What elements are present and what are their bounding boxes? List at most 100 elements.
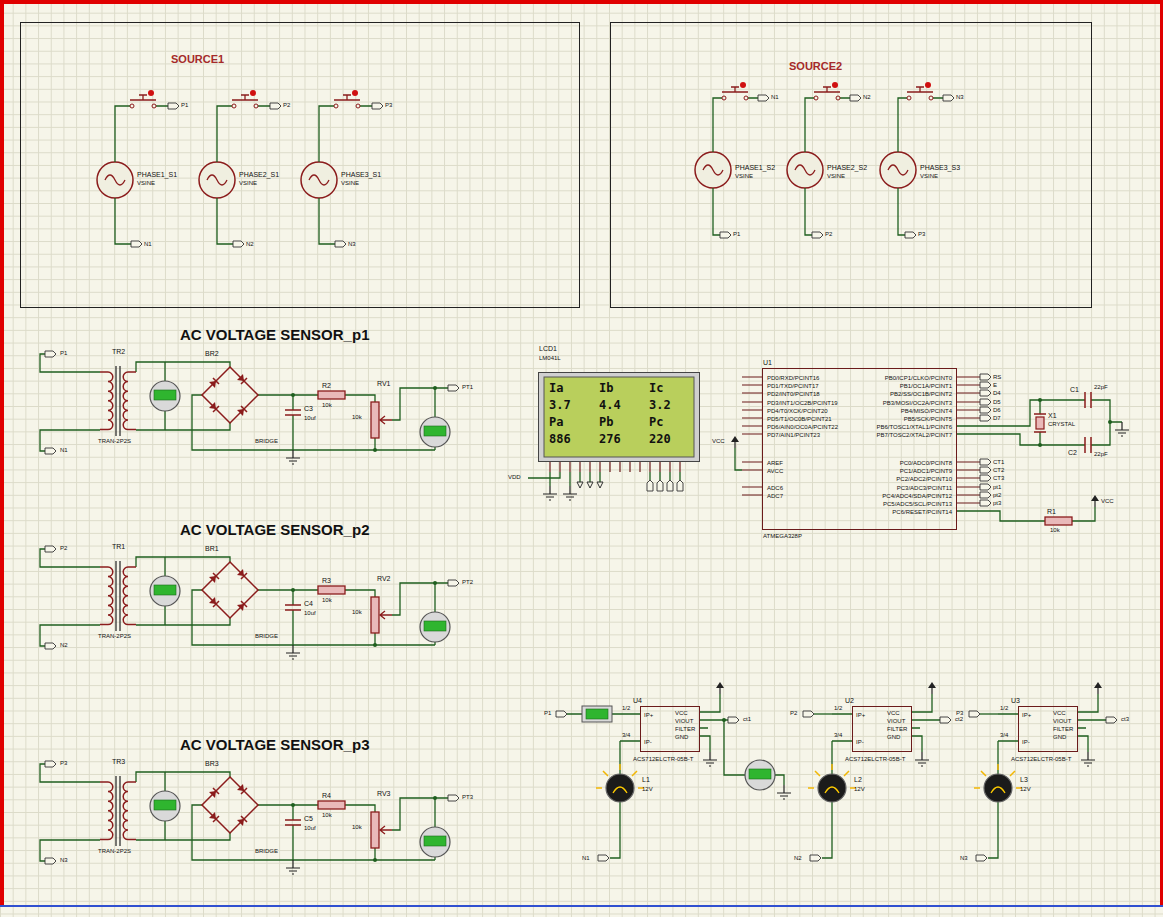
microcontroller-wiring <box>1036 417 1044 429</box>
pin-name: PC2/ADC2/PCINT10 <box>896 476 952 482</box>
microcontroller-wiring <box>1045 517 1072 525</box>
part-ref: LCD1 <box>539 345 557 352</box>
pin-name: IP+ <box>856 712 865 718</box>
source-name: PHASE3_S1 <box>341 171 381 178</box>
microcontroller-wiring <box>980 374 991 380</box>
part-ref: RV1 <box>377 380 391 387</box>
part-value: LM041L <box>539 355 561 361</box>
terminal-label: P3 <box>385 102 392 108</box>
pin-name: VIOUT <box>887 718 905 724</box>
net-label: RS <box>993 374 1001 380</box>
terminal-label: N3 <box>60 857 68 863</box>
microcontroller-wiring <box>980 399 991 405</box>
pin-name: PB5/SCK/PCINT5 <box>904 416 952 422</box>
pin-name: PB2/SS/OC1B/PCINT2 <box>890 391 952 397</box>
pin-name: PB7/TOSC2/XTAL2/PCINT7 <box>877 432 952 438</box>
ammeter-voltmeter-u4 <box>556 711 567 717</box>
pin-name: FILTER <box>887 726 907 732</box>
voltage-sensor-circuit <box>40 546 459 659</box>
part-ref: TR2 <box>112 348 125 355</box>
pin-name: IP+ <box>1022 712 1031 718</box>
ammeter-voltmeter-u4 <box>582 706 612 722</box>
part-ref: C5 <box>304 815 313 822</box>
terminal-label: N2 <box>863 94 871 100</box>
microcontroller-wiring <box>1091 495 1099 507</box>
terminal-label: N1 <box>144 241 152 247</box>
part-value: 10uf <box>304 825 316 831</box>
terminal-label: N1 <box>582 855 590 861</box>
part-value: TRAN-2P2S <box>98 633 131 639</box>
display-text: 3.2 <box>649 399 671 411</box>
part-value: 10k <box>322 812 332 818</box>
lcd-body <box>577 482 583 488</box>
net-label: VCC <box>1101 498 1114 504</box>
net-label: D6 <box>993 407 1001 413</box>
terminal-label: N3 <box>960 855 968 861</box>
net-label: CT3 <box>993 475 1004 481</box>
pin-name: PD0/RXD/PCINT16 <box>767 375 819 381</box>
display-text: 3.7 <box>549 399 571 411</box>
pin-name: PB1/OC1A/PCINT1 <box>900 383 952 389</box>
current-sensor-input <box>969 711 998 717</box>
part-ref: L3 <box>1020 776 1028 783</box>
part-ref: X1 <box>1048 412 1057 419</box>
display-text: 886 <box>549 433 571 445</box>
terminal-label: N1 <box>60 447 68 453</box>
display-text: Pc <box>649 416 663 428</box>
part-ref: R4 <box>322 792 331 799</box>
pin-name: IP+ <box>644 712 653 718</box>
part-ref: C1 <box>1070 386 1079 393</box>
terminal-label: P2 <box>60 545 67 551</box>
terminal-label: P1 <box>544 710 551 716</box>
source-name: PHASE2_S2 <box>827 164 867 171</box>
lcd-display: LCD1LM041LIaIbIc3.74.43.2PaPbPc886276220 <box>538 372 700 462</box>
terminal-label: N1 <box>771 94 779 100</box>
current-sensor-circuit <box>596 682 739 861</box>
part-value: 22pF <box>1094 384 1108 390</box>
ac-source <box>199 90 281 247</box>
part-ref: R1 <box>1047 508 1056 515</box>
pin-name: PD4/T0/XCK/PCINT20 <box>767 408 828 414</box>
current-sensor-circuit <box>974 682 1117 861</box>
part-ref: C2 <box>1068 449 1077 456</box>
lcd-body <box>528 372 700 500</box>
microcontroller-wiring <box>742 377 762 495</box>
pin-name: PD7/AIN1/PCINT23 <box>767 432 820 438</box>
microcontroller-wiring <box>735 400 1122 521</box>
section-title: AC VOLTAGE SENSOR_p1 <box>180 327 369 342</box>
microcontroller-wiring <box>1108 420 1112 424</box>
part-value: 10k <box>322 597 332 603</box>
pin-name: AREF <box>767 460 783 466</box>
pin-number: 1/2 <box>622 705 630 711</box>
pin-name: PD1/TXD/PCINT17 <box>767 383 819 389</box>
source-type: VSINE <box>239 180 257 186</box>
part-ref: L1 <box>642 776 650 783</box>
terminal-label: N2 <box>794 855 802 861</box>
part-value: ATMEGA328P <box>763 533 802 539</box>
pin-name: PB0/ICP1/CLKO/PCINT0 <box>885 375 952 381</box>
pin-name: VIOUT <box>1053 718 1071 724</box>
part-value: 10k <box>322 402 332 408</box>
pin-name: PC4/ADC4/SDA/PCINT12 <box>882 493 952 499</box>
lcd-body <box>563 486 577 500</box>
part-ref: C3 <box>304 405 313 412</box>
ac-source <box>880 82 954 238</box>
microcontroller-wiring <box>980 467 991 473</box>
display-text: Pa <box>549 416 563 428</box>
source-name: PHASE2_S1 <box>239 171 279 178</box>
part-ref: U2 <box>845 697 854 704</box>
section-title: AC VOLTAGE SENSOR_p3 <box>180 737 369 752</box>
microcontroller-wiring <box>980 459 991 465</box>
section-title: AC VOLTAGE SENSOR_p2 <box>180 522 369 537</box>
pin-name: PC1/ADC1/PCINT9 <box>900 468 952 474</box>
pin-name: VCC <box>675 710 688 716</box>
part-ref: RV3 <box>377 790 391 797</box>
microcontroller-wiring <box>1115 422 1129 436</box>
pin-name: ADC7 <box>767 493 783 499</box>
microcontroller-wiring <box>980 492 991 498</box>
microcontroller-chip: U1ATMEGA328PPD0/RXD/PCINT16PD1/TXD/PCINT… <box>762 368 957 530</box>
net-label: CT1 <box>993 459 1004 465</box>
lcd-body <box>544 377 694 457</box>
